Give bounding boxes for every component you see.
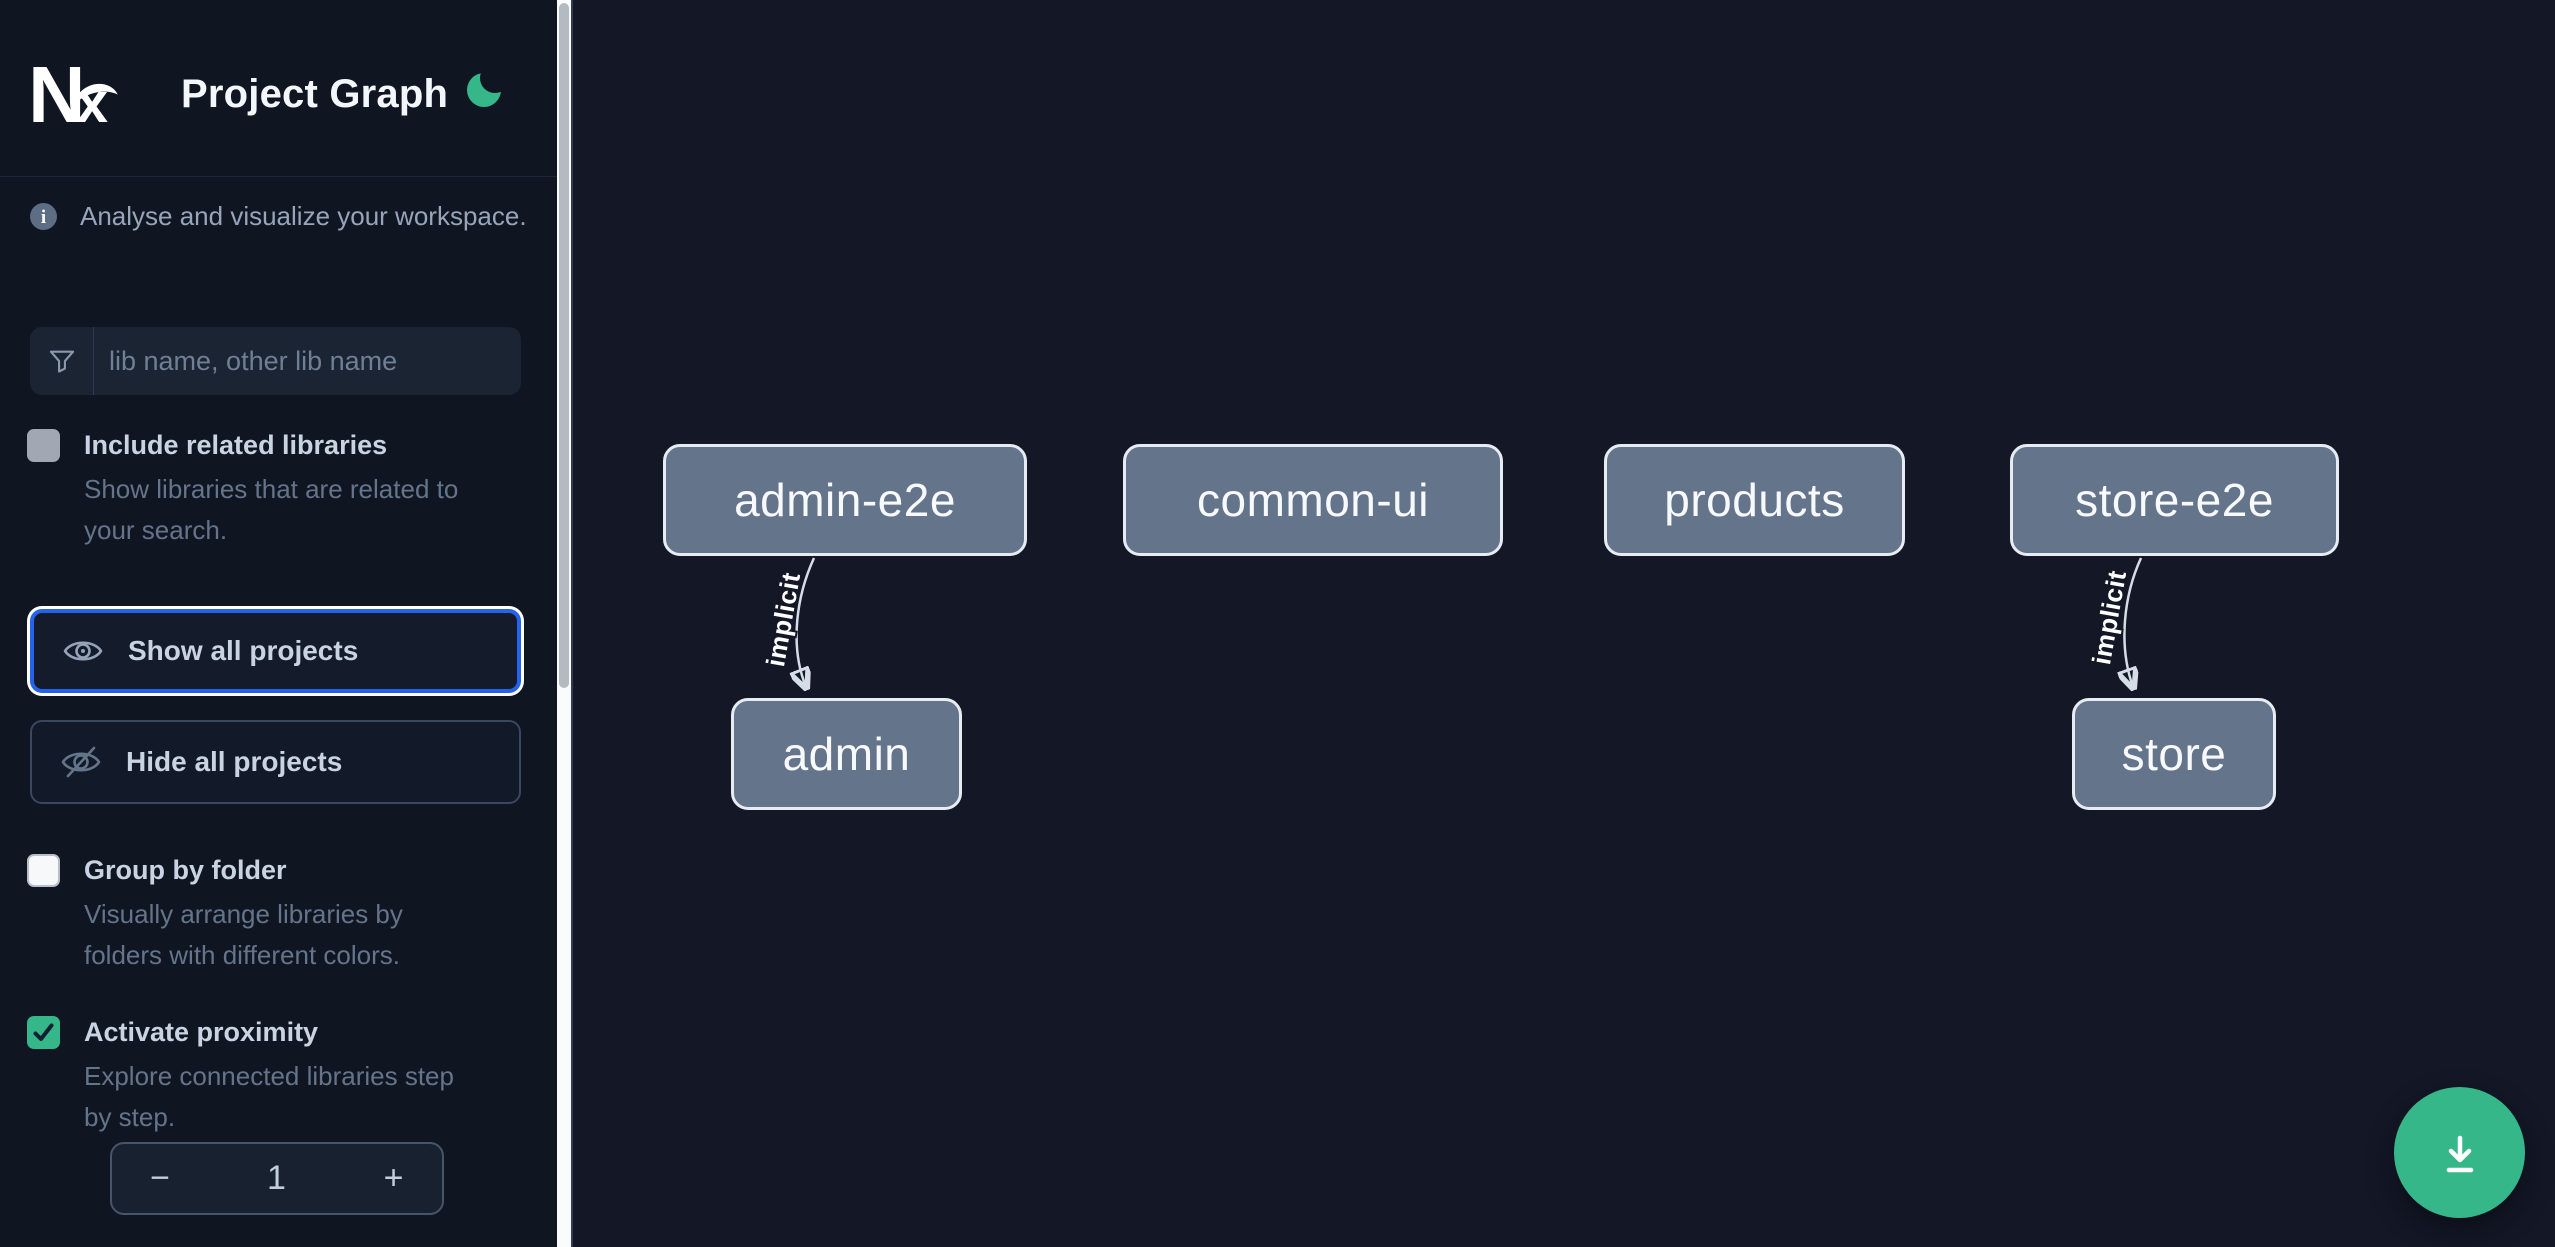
- info-icon: i: [30, 203, 57, 230]
- node-admin-e2e[interactable]: admin-e2e: [663, 444, 1027, 556]
- sidebar: N x Project Graph i Analyse and visualiz…: [0, 0, 557, 1247]
- checkbox-row-activate-proximity: Activate proximity Explore connected lib…: [27, 1015, 527, 1138]
- button-label: Hide all projects: [126, 746, 343, 777]
- sidebar-header: N x Project Graph: [0, 0, 557, 177]
- checkbox-description: Explore connected libraries step by step…: [84, 1061, 454, 1132]
- nx-logo-icon: N x: [28, 60, 118, 129]
- checkbox-description: Visually arrange libraries by folders wi…: [84, 899, 403, 970]
- node-admin[interactable]: admin: [731, 698, 962, 810]
- download-graph-button[interactable]: [2394, 1087, 2525, 1218]
- eye-off-icon: [61, 746, 101, 778]
- edge-admin-e2e-admin: [797, 557, 816, 687]
- checkbox-label: Activate proximity: [84, 1017, 319, 1047]
- page-title: Project Graph: [181, 72, 449, 116]
- dark-mode-toggle[interactable]: [462, 64, 510, 112]
- moon-icon: [467, 64, 510, 107]
- sidebar-canvas-divider: [571, 0, 573, 1247]
- download-icon: [2446, 1135, 2473, 1172]
- eye-icon: [63, 641, 103, 661]
- edge-label: implicit: [760, 570, 806, 669]
- filter-box: [30, 327, 521, 395]
- show-all-projects-button[interactable]: Show all projects: [30, 609, 521, 693]
- sidebar-scrollbar-thumb[interactable]: [559, 3, 569, 688]
- checkbox-label: Group by folder: [84, 855, 287, 885]
- check-icon: [33, 1023, 54, 1041]
- checkbox-description: Show libraries that are related to your …: [84, 474, 459, 545]
- checkbox-row-group-by-folder: Group by folder Visually arrange librari…: [27, 853, 527, 976]
- checkbox-row-include-related: Include related libraries Show libraries…: [27, 428, 527, 551]
- svg-text:x: x: [76, 71, 108, 129]
- node-products[interactable]: products: [1604, 444, 1905, 556]
- project-graph-canvas[interactable]: implicit implicit admin-e2e common-ui pr…: [573, 0, 2555, 1247]
- node-store-e2e[interactable]: store-e2e: [2010, 444, 2339, 556]
- node-common-ui[interactable]: common-ui: [1123, 444, 1503, 556]
- svg-text:N: N: [28, 60, 85, 129]
- increment-button[interactable]: +: [345, 1144, 442, 1213]
- proximity-depth-stepper: − 1 +: [110, 1142, 444, 1215]
- button-label: Show all projects: [128, 635, 359, 666]
- workspace-tagline: i Analyse and visualize your workspace.: [30, 201, 530, 232]
- edge-store-e2e-store: [2124, 557, 2143, 687]
- filter-input[interactable]: [94, 327, 521, 395]
- decrement-button[interactable]: −: [112, 1144, 208, 1213]
- graph-edges: implicit implicit: [758, 557, 2143, 1247]
- checkbox-label: Include related libraries: [84, 430, 388, 460]
- sidebar-scrollbar-track[interactable]: [557, 0, 571, 1247]
- svg-text:i: i: [41, 207, 46, 228]
- include-related-checkbox[interactable]: [27, 429, 60, 462]
- tagline-text: Analyse and visualize your workspace.: [80, 201, 527, 231]
- group-by-folder-checkbox[interactable]: [27, 854, 60, 887]
- stepper-value: 1: [267, 1159, 286, 1197]
- hide-all-projects-button[interactable]: Hide all projects: [30, 720, 521, 804]
- funnel-icon: [49, 350, 74, 373]
- activate-proximity-checkbox[interactable]: [27, 1016, 60, 1049]
- node-store[interactable]: store: [2072, 698, 2276, 810]
- funnel-icon-cell: [30, 327, 94, 395]
